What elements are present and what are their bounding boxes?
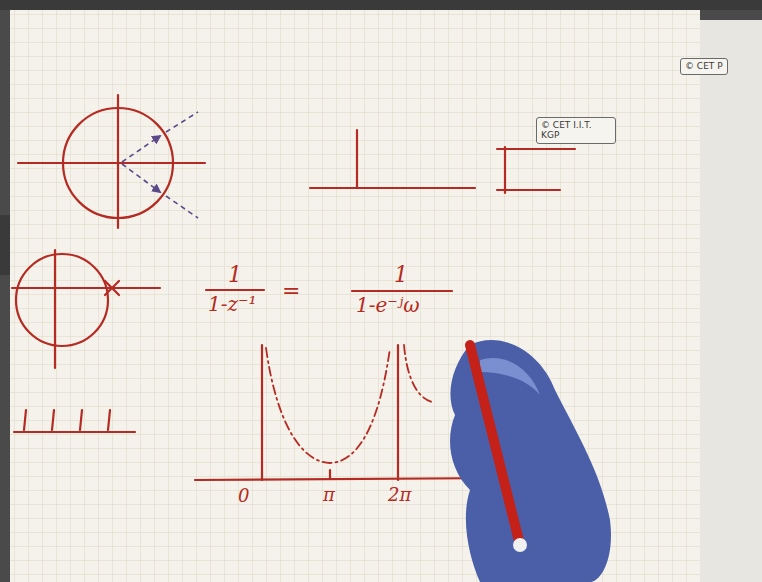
sample-sticks: [24, 410, 110, 430]
formula-text: 1-e⁻ʲω: [356, 295, 419, 315]
formula-text: =: [282, 280, 300, 302]
axis-label: 2π: [388, 486, 411, 504]
formula-text: 1-z⁻¹: [208, 294, 257, 314]
top-edge: [0, 0, 762, 10]
watermark-text: © CET P: [685, 61, 723, 71]
gloved-hand: [450, 340, 611, 582]
pointer-arrow: [122, 164, 160, 192]
fraction-bar: [206, 289, 264, 291]
magnitude-curve: [404, 345, 432, 402]
pole-cross: [105, 281, 119, 295]
imag-axis: [117, 95, 119, 228]
pointer-line: [166, 196, 198, 218]
asymptote: [261, 345, 263, 480]
watermark-box: © CET I.I.T. KGP: [536, 117, 616, 144]
pointer-arrow: [122, 136, 160, 162]
watermark-text: © CET I.I.T. KGP: [541, 120, 611, 141]
edge-shadow: [0, 215, 10, 275]
impulse: [356, 130, 358, 188]
formula-text: 1: [228, 264, 242, 286]
step-edge: [504, 147, 506, 193]
grid: [10, 10, 700, 582]
sample-axis: [14, 431, 135, 433]
axis-label: π: [323, 486, 335, 504]
paper: [10, 10, 700, 582]
fraction-bar: [352, 290, 452, 292]
asymptote: [397, 345, 399, 480]
unit-circle: [16, 254, 108, 346]
magnitude-curve: [266, 348, 390, 463]
step-base: [497, 189, 560, 191]
step-top: [497, 148, 575, 150]
axis-label: 0: [238, 487, 249, 505]
formula-text: 1: [394, 264, 408, 286]
watermark-box: © CET P: [680, 58, 728, 75]
imag-axis: [54, 250, 56, 368]
pointer-line: [166, 112, 198, 132]
time-axis: [310, 187, 475, 189]
real-axis: [18, 162, 205, 164]
tick: [329, 470, 331, 478]
real-axis: [12, 287, 160, 289]
freq-axis: [195, 478, 505, 480]
